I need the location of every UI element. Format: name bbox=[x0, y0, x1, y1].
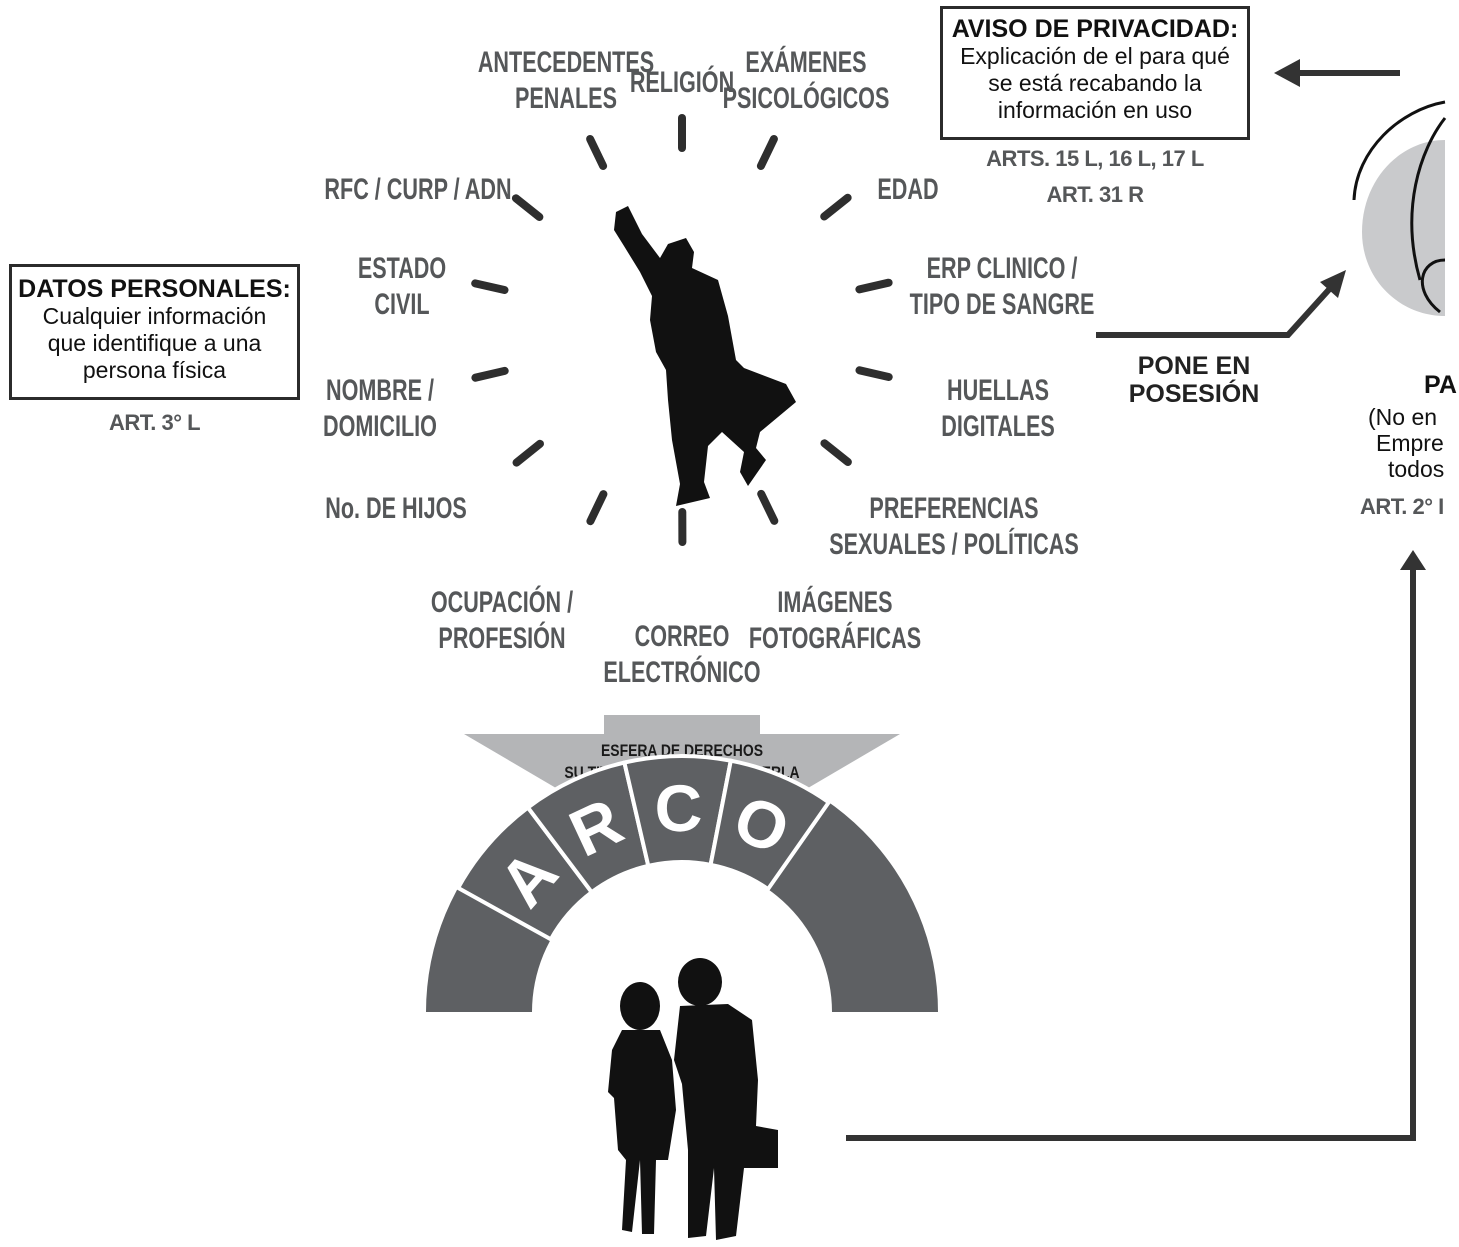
aviso-privacidad-box: AVISO DE PRIVACIDAD: Explicación de el p… bbox=[940, 6, 1250, 140]
data-item-line: ESTADO bbox=[358, 250, 446, 284]
radial-tick bbox=[855, 366, 893, 381]
radial-tick bbox=[820, 193, 852, 221]
posesion-line2: POSESIÓN bbox=[1128, 380, 1260, 408]
arco-letter: C bbox=[654, 771, 703, 846]
data-item-label: RFC / CURP / ADN bbox=[324, 171, 511, 205]
partial-line1: PA bbox=[1424, 372, 1457, 399]
datos-personales-body: Cualquier información que identifique a … bbox=[42, 303, 267, 383]
data-item-line: No. DE HIJOS bbox=[325, 490, 467, 524]
radial-tick bbox=[511, 194, 544, 221]
data-item-line: NOMBRE / bbox=[326, 372, 434, 406]
arco-segment bbox=[525, 760, 651, 896]
radial-tick bbox=[586, 490, 608, 526]
data-item-line: ANTECEDENTES bbox=[478, 44, 654, 78]
data-item-line: PREFERENCIAS bbox=[869, 490, 1038, 524]
partial-line5: ART. 2° I bbox=[1360, 494, 1444, 519]
arco-segment bbox=[708, 758, 832, 892]
data-item-line: RELIGIÓN bbox=[630, 64, 734, 98]
radial-tick bbox=[757, 489, 779, 525]
radial-tick bbox=[756, 135, 778, 170]
partial-line3: Empre bbox=[1376, 430, 1444, 456]
couple-icon bbox=[608, 958, 778, 1240]
data-item-line: ELECTRÓNICO bbox=[603, 654, 760, 688]
data-item-label: No. DE HIJOS bbox=[325, 490, 467, 524]
arco-segment bbox=[622, 754, 734, 869]
radial-ticks bbox=[471, 114, 893, 546]
data-item-line: CORREO bbox=[635, 618, 730, 652]
data-item-line: HUELLAS bbox=[947, 372, 1049, 406]
data-item-line: IMÁGENES bbox=[777, 584, 892, 618]
data-item-line: FOTOGRÁFICAS bbox=[749, 620, 921, 654]
radial-tick bbox=[471, 279, 509, 294]
data-item-line: EDAD bbox=[877, 171, 938, 205]
data-item-line: DOMICILIO bbox=[323, 408, 437, 442]
radial-tick bbox=[471, 366, 509, 382]
aviso-articles-1: ARTS. 15 L, 16 L, 17 L bbox=[986, 146, 1204, 171]
data-item-label: NOMBRE /DOMICILIO bbox=[323, 372, 437, 442]
data-item-line: PSICOLÓGICOS bbox=[723, 80, 890, 114]
businessman-icon bbox=[614, 206, 796, 506]
connector-lines bbox=[846, 70, 1416, 1141]
partial-line4: todos bbox=[1388, 456, 1445, 482]
partial-line2: (No en bbox=[1368, 404, 1438, 430]
datos-personales-box: DATOS PERSONALES: Cualquier información … bbox=[9, 264, 300, 400]
partial-right-text: PA (No en Empre todos ART. 2° I bbox=[1356, 372, 1459, 532]
data-item-label: OCUPACIÓN /PROFESIÓN bbox=[431, 584, 573, 654]
aviso-privacidad-heading: AVISO DE PRIVACIDAD: bbox=[951, 15, 1239, 43]
data-item-line: OCUPACIÓN / bbox=[431, 584, 573, 618]
data-item-line: PENALES bbox=[515, 80, 617, 114]
radial-tick bbox=[820, 439, 852, 466]
data-item-line: RFC / CURP / ADN bbox=[324, 171, 511, 205]
pone-en-posesion-label: PONE EN POSESIÓN bbox=[1112, 352, 1276, 408]
data-item-line: EXÁMENES bbox=[745, 44, 866, 78]
data-item-line: ERP CLINICO / bbox=[927, 250, 1078, 284]
radial-tick bbox=[586, 135, 608, 170]
data-item-line: DIGITALES bbox=[941, 408, 1055, 442]
datos-personales-heading: DATOS PERSONALES: bbox=[18, 275, 291, 303]
datos-personales-article: ART. 3° L bbox=[108, 410, 201, 435]
data-item-line: CIVIL bbox=[374, 286, 429, 320]
data-item-line: SEXUALES / POLÍTICAS bbox=[829, 526, 1079, 560]
arco-segment bbox=[455, 804, 595, 943]
pone-en-line1: PONE EN bbox=[1137, 352, 1251, 380]
aviso-privacidad-body: Explicación de el para qué se está recab… bbox=[960, 43, 1230, 123]
radial-tick bbox=[855, 278, 893, 294]
data-item-line: PROFESIÓN bbox=[438, 620, 565, 654]
data-item-label: EDAD bbox=[877, 171, 938, 205]
globe-emblem bbox=[1352, 100, 1447, 316]
radial-tick bbox=[512, 439, 544, 467]
data-item-label: RELIGIÓN bbox=[630, 64, 734, 98]
data-item-line: TIPO DE SANGRE bbox=[910, 286, 1095, 320]
esfera-line: ESFERA DE DERECHOS bbox=[601, 742, 763, 761]
arrowheads bbox=[1274, 59, 1426, 570]
data-item-label: ERP CLINICO /TIPO DE SANGRE bbox=[910, 250, 1095, 320]
aviso-articles-2: ART. 31 R bbox=[1046, 182, 1144, 207]
